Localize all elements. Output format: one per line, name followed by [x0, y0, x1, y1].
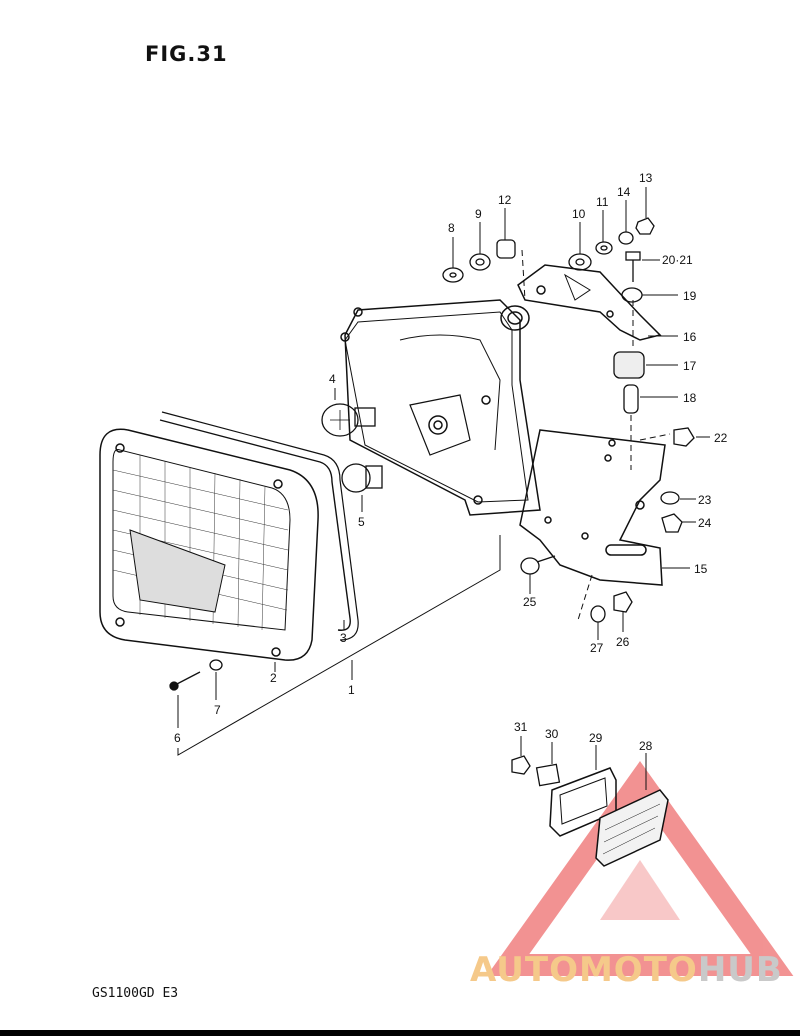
callout-27: 27 — [590, 641, 604, 655]
callout-20-21: 20·21 — [662, 253, 693, 267]
callout-9: 9 — [475, 207, 482, 221]
callout-5: 5 — [358, 515, 365, 529]
callout-18: 18 — [683, 391, 697, 405]
callout-7: 7 — [214, 703, 221, 717]
collar-12 — [496, 239, 516, 259]
washer-8 — [442, 267, 464, 283]
callout-2: 2 — [270, 671, 277, 685]
callout-3: 3 — [340, 631, 347, 645]
callout-29: 29 — [589, 731, 603, 745]
nut-13 — [635, 217, 655, 235]
callout-15: 15 — [694, 562, 708, 576]
page-border — [0, 1030, 800, 1036]
callout-10: 10 — [572, 207, 586, 221]
nut-22 — [673, 427, 695, 447]
washer-14 — [618, 231, 634, 245]
clip-30 — [535, 763, 561, 787]
washer-11 — [595, 241, 613, 255]
callout-11: 11 — [596, 195, 609, 209]
callout-4: 4 — [329, 372, 336, 386]
washer-23 — [660, 491, 680, 505]
callout-labels: 1 2 3 4 5 6 7 8 9 10 11 12 13 14 20·21 1… — [174, 171, 728, 753]
washer-10 — [568, 253, 592, 271]
bolt-20-21 — [625, 251, 641, 282]
bracket-16 — [517, 264, 662, 341]
watermark-part-2: HUB — [697, 950, 783, 990]
callout-30: 30 — [545, 727, 559, 741]
callout-25: 25 — [523, 595, 537, 609]
reflector-28 — [595, 789, 669, 867]
callout-24: 24 — [698, 516, 712, 530]
callout-14: 14 — [617, 185, 631, 199]
bulb-5 — [341, 463, 383, 493]
callout-22: 22 — [714, 431, 728, 445]
nut-24 — [661, 513, 683, 533]
spacer-18 — [623, 384, 639, 414]
callout-19: 19 — [683, 289, 697, 303]
callout-26: 26 — [616, 635, 630, 649]
callout-17: 17 — [683, 359, 697, 373]
callout-8: 8 — [448, 221, 455, 235]
watermark-logo — [486, 761, 794, 976]
callout-13: 13 — [639, 171, 653, 185]
model-code: GS1100GD E3 — [92, 986, 179, 1001]
lens-assembly — [99, 411, 359, 661]
screw-25 — [520, 555, 556, 575]
cushion-17 — [613, 351, 645, 379]
callout-28: 28 — [639, 739, 653, 753]
washer-19 — [621, 287, 643, 303]
washer-7 — [209, 659, 223, 671]
screw-6 — [169, 671, 201, 691]
callout-6: 6 — [174, 731, 181, 745]
washer-9 — [469, 253, 491, 271]
callout-23: 23 — [698, 493, 712, 507]
leader-lines — [177, 187, 710, 790]
bracket-15 — [519, 429, 666, 586]
nut-31 — [511, 755, 531, 775]
callout-1: 1 — [348, 683, 355, 697]
washer-27 — [590, 605, 606, 623]
nut-26 — [613, 591, 633, 613]
housing — [340, 299, 541, 516]
watermark-text: AUTOMOTOHUB — [470, 950, 783, 990]
callout-31: 31 — [514, 720, 528, 734]
figure-title: FIG.31 — [145, 42, 228, 66]
callout-12: 12 — [498, 193, 512, 207]
callout-16: 16 — [683, 330, 697, 344]
watermark-part-1: AUTOMOTO — [470, 950, 698, 990]
bulb-4 — [321, 403, 376, 437]
